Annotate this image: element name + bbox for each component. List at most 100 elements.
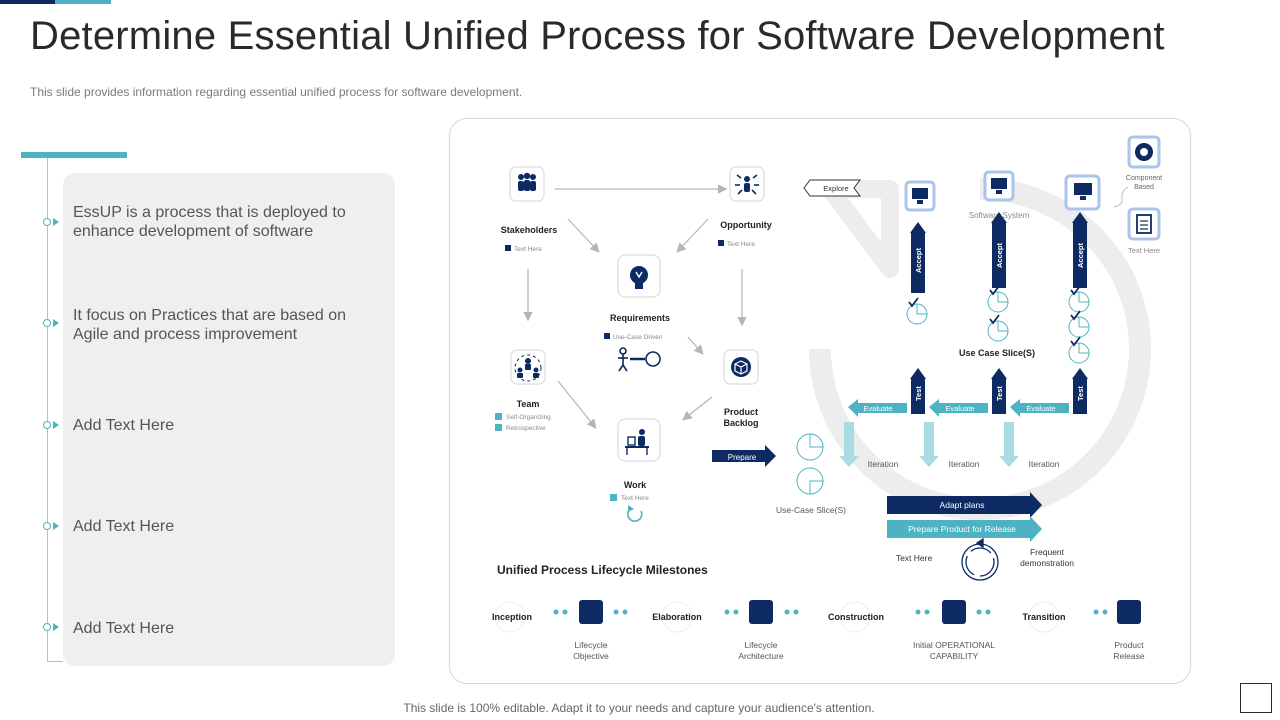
phase-label: Transition: [1022, 612, 1065, 622]
evaluate-arrow: Evaluate: [1010, 399, 1069, 417]
desk-worker-icon: [625, 429, 649, 455]
accept-arrow: Accept: [1072, 212, 1088, 288]
product-backlog-label-2: Backlog: [723, 418, 758, 428]
prepare-arrow: Prepare: [712, 445, 776, 467]
evaluate-label: Evaluate: [945, 404, 974, 413]
top-accent-dark: [0, 0, 55, 4]
use-case-slice-icons: [796, 433, 824, 495]
box-icon: [731, 357, 751, 377]
adapt-plans-arrow: Adapt plans: [887, 492, 1042, 518]
milestone-label-1: Initial OPERATIONAL: [913, 640, 995, 650]
gear-icon: [1127, 135, 1161, 169]
phase-label: Inception: [492, 612, 532, 622]
team-label: Team: [517, 399, 540, 409]
text-here-demo: Text Here: [896, 553, 933, 563]
stakeholders-node: Stakeholders Text Here: [501, 166, 558, 253]
milestone-label-2: Release: [1113, 651, 1144, 661]
use-case-slice-label: Use Case Slice(S): [959, 348, 1035, 358]
team-node: Team Self-Organizing Retrospective: [495, 349, 551, 432]
point-text: It focus on Practices that are based on …: [73, 307, 347, 343]
stakeholders-label: Stakeholders: [501, 225, 558, 235]
accept-label: Accept: [995, 242, 1004, 268]
cycle-arrow-background: [809, 178, 1151, 520]
process-diagram: Stakeholders Text Here Opportunity Text …: [449, 118, 1191, 684]
work-label: Work: [624, 480, 647, 490]
people-icon: [518, 172, 536, 191]
test-arrow: Test: [1072, 368, 1088, 414]
milestones-title: Unified Process Lifecycle Milestones: [497, 563, 708, 577]
accept-arrow: Accept: [910, 222, 926, 293]
iteration-label: Iteration: [1029, 459, 1060, 469]
bullet-icon: [43, 420, 61, 430]
evaluate-arrow: Evaluate: [929, 399, 988, 417]
prepare-release-arrow: Prepare Product for Release: [887, 516, 1042, 542]
milestone-label-1: Lifecycle: [574, 640, 607, 650]
refresh-icon: [626, 508, 643, 522]
work-note: Text Here: [621, 495, 649, 502]
requirements-note: Use-Case Driven: [613, 334, 663, 341]
timeline-line: [47, 158, 48, 662]
component-based-label-1: Component: [1126, 175, 1162, 182]
opportunity-note: Text Here: [727, 241, 755, 248]
use-case-icon: [618, 347, 661, 372]
stakeholders-note: Text Here: [514, 246, 542, 253]
milestone-markers: [553, 600, 1141, 624]
component-based-label-2: Based: [1134, 184, 1154, 191]
test-arrow: Test: [991, 368, 1007, 414]
product-backlog-node: Product Backlog: [723, 349, 759, 428]
use-case-slices-label: Use-Case Slice(S): [776, 505, 846, 515]
explore-label: Explore: [823, 184, 848, 193]
prepare-label: Prepare: [728, 453, 757, 462]
bullet-icon: [43, 521, 61, 531]
team-note-1: Self-Organizing: [506, 414, 551, 421]
accept-label: Accept: [914, 247, 923, 273]
test-label: Test: [1076, 386, 1085, 401]
milestone-label-1: Product: [1114, 640, 1144, 650]
explore-tag: Explore: [803, 179, 861, 197]
iteration-label: Iteration: [868, 459, 899, 469]
timeline-line-end: [47, 661, 63, 662]
bullet-icon: [43, 622, 61, 632]
frequent-demo-label-1: Frequent: [1030, 547, 1065, 557]
top-accent-teal: [55, 0, 111, 4]
corner-box: [1240, 683, 1272, 713]
evaluate-label: Evaluate: [1026, 404, 1055, 413]
bracket-connector: [1113, 186, 1129, 208]
test-arrow: Test: [910, 368, 926, 414]
frequent-demo-label-2: demonstration: [1020, 558, 1074, 568]
monitor-icon: [904, 180, 936, 212]
point-text: Add Text Here: [73, 417, 175, 434]
monitor-icon: [1064, 174, 1101, 211]
points-panel: [63, 173, 395, 666]
milestone-label-2: Architecture: [738, 651, 784, 661]
page-subtitle: This slide provides information regardin…: [30, 85, 523, 99]
team-note-2: Retrospective: [506, 425, 546, 432]
test-label: Test: [995, 386, 1004, 401]
evaluate-label: Evaluate: [863, 404, 892, 413]
checkmark-icons: [908, 285, 1081, 347]
opportunity-label: Opportunity: [720, 220, 772, 230]
text-here-right: Text Here: [1128, 246, 1160, 255]
footer-note: This slide is 100% editable. Adapt it to…: [403, 701, 875, 715]
adapt-plans-label: Adapt plans: [940, 500, 985, 510]
flow-connectors: [523, 184, 747, 429]
point-text: Add Text Here: [73, 518, 175, 535]
accept-arrow: Accept: [991, 212, 1007, 288]
requirements-node: Requirements Use-Case Driven: [604, 254, 670, 372]
team-icon: [517, 358, 539, 378]
milestone-label-2: CAPABILITY: [930, 651, 979, 661]
iteration-label: Iteration: [949, 459, 980, 469]
cycle-icon: [961, 537, 999, 581]
phase-label: Construction: [828, 612, 884, 622]
lightbulb-icon: [630, 266, 648, 289]
down-arrow: [839, 422, 1019, 467]
milestone-track: [494, 601, 1060, 633]
milestone-label-2: Objective: [573, 651, 609, 661]
clipboard-icon: [1127, 207, 1161, 241]
slice-pie-icons: [906, 291, 1090, 364]
requirements-label: Requirements: [610, 313, 670, 323]
opportunity-node: Opportunity Text Here: [718, 166, 772, 248]
product-backlog-label-1: Product: [724, 407, 758, 417]
prepare-release-label: Prepare Product for Release: [908, 524, 1016, 534]
bullet-icon: [43, 318, 61, 328]
